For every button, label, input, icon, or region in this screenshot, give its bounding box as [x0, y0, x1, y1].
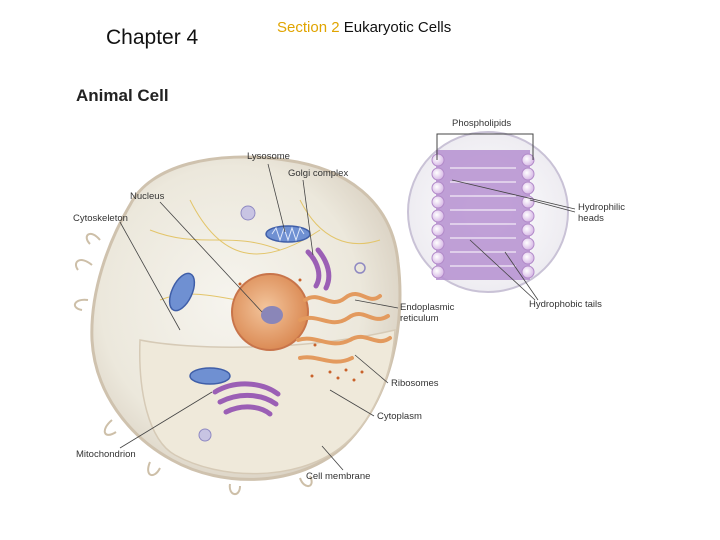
nucleolus: [261, 306, 283, 324]
mitochondrion-2: [168, 272, 196, 312]
leader-golgi: [302, 179, 314, 256]
leader-tails-1: [469, 239, 536, 301]
leader-mitochondrion: [119, 391, 213, 449]
membrane-projections: [73, 232, 313, 495]
golgi-complex: [305, 247, 332, 291]
leader-cytoskeleton: [119, 221, 181, 331]
label-phospholipids: Phospholipids: [452, 118, 512, 129]
label-cytoplasm: Cytoplasm: [377, 411, 422, 422]
label-hydrophobic-tails: Hydrophobic tails: [529, 299, 602, 310]
leader-cytoplasm: [329, 389, 375, 417]
leader-cell-membrane: [321, 445, 344, 471]
label-hydrophilic-heads-line2: heads: [578, 213, 604, 224]
ribosomes-dots: [238, 278, 364, 382]
mitochondria: [168, 225, 311, 385]
section-title: Eukaryotic Cells: [343, 19, 452, 36]
section-number: Section 2: [277, 19, 340, 36]
chapter-heading: Chapter 4: [106, 26, 199, 49]
endoplasmic-reticulum: [296, 292, 392, 364]
section-heading: Section 2 Eukaryotic Cells: [277, 19, 451, 36]
leader-lysosome: [267, 163, 286, 233]
hydrophilic-head-circles: [431, 153, 535, 279]
label-endoplasmic-reticulum-line1: Endoplasmic: [400, 302, 455, 313]
label-cytoskeleton: Cytoskeleton: [73, 213, 128, 224]
mitochondrion-3: [189, 367, 231, 385]
label-lysosome: Lysosome: [247, 151, 290, 162]
leader-er: [354, 299, 399, 309]
label-endoplasmic-reticulum-line2: reticulum: [400, 313, 439, 324]
leader-lines: [119, 163, 576, 471]
leader-nucleus: [159, 201, 263, 313]
label-cell-membrane: Cell membrane: [306, 471, 371, 482]
label-mitochondrion: Mitochondrion: [76, 449, 136, 460]
leader-heads-1: [451, 179, 576, 210]
diagram-title: Animal Cell: [76, 86, 169, 105]
lysosomes: [198, 205, 366, 442]
membrane-inset: [407, 131, 569, 293]
label-nucleus: Nucleus: [130, 191, 165, 202]
leader-tails-2: [504, 251, 539, 301]
phospholipid-bilayer: [436, 150, 530, 280]
leader-ribosomes: [354, 354, 389, 384]
golgi-complex-lower: [212, 381, 281, 417]
label-hydrophilic-heads-line1: Hydrophilic: [578, 202, 625, 213]
nucleus: [231, 273, 309, 351]
label-ribosomes: Ribosomes: [391, 378, 439, 389]
label-golgi-complex: Golgi complex: [288, 168, 349, 179]
phospholipids-bracket: [436, 133, 534, 160]
leader-heads-2: [529, 199, 576, 213]
